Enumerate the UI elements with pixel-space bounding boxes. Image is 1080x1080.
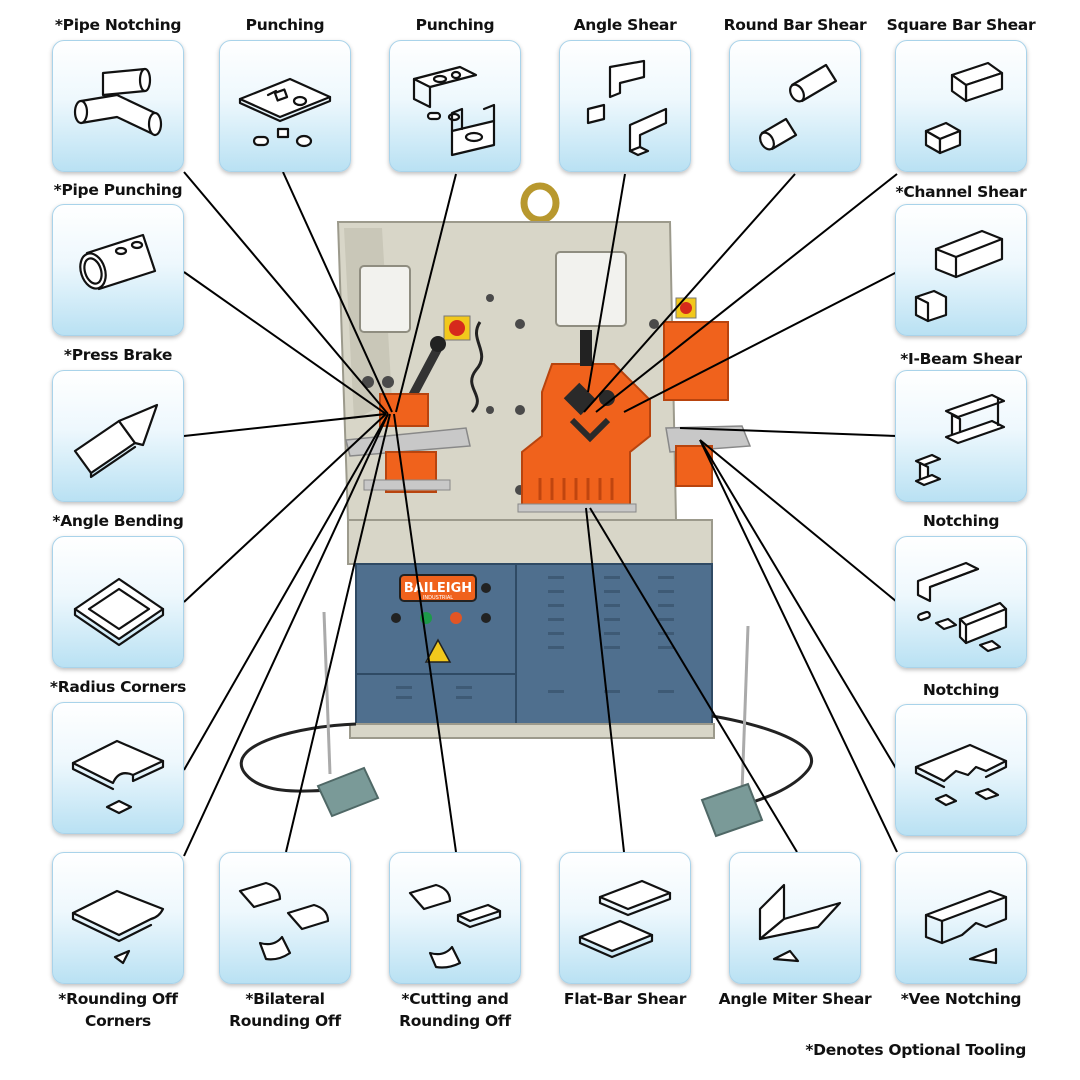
angle-iron-icon bbox=[586, 59, 668, 157]
label-channel-shear: *Channel Shear bbox=[895, 183, 1027, 201]
vee-notched-angle-icon bbox=[924, 889, 1008, 965]
mitered-angle-icon bbox=[758, 883, 842, 963]
tile-angle-shear bbox=[559, 40, 691, 172]
radius-corner-plate-icon bbox=[71, 739, 165, 815]
tile-flat-bar-shear bbox=[559, 852, 691, 984]
foot-pedal-left bbox=[316, 766, 380, 818]
center-guard-window bbox=[555, 251, 627, 327]
label-round-bar-shear: Round Bar Shear bbox=[723, 16, 867, 34]
label-flat-bar-shear: Flat-Bar Shear bbox=[563, 990, 687, 1008]
tile-square-bar-shear bbox=[895, 40, 1027, 172]
label-angle-miter-shear: Angle Miter Shear bbox=[718, 990, 872, 1008]
label-square-bar-shear: Square Bar Shear bbox=[886, 16, 1036, 34]
label-pipe-notching: *Pipe Notching bbox=[54, 16, 182, 34]
rounded-corner-plate-icon bbox=[71, 889, 165, 965]
label-pipe-punching: *Pipe Punching bbox=[53, 181, 183, 199]
brand-name: BAILEIGH bbox=[404, 581, 472, 596]
tile-pipe-notching bbox=[52, 40, 184, 172]
bilateral-rounded-bar-icon bbox=[238, 881, 330, 961]
notched-plate-icon bbox=[914, 743, 1008, 807]
label-radius-corners: *Radius Corners bbox=[49, 678, 187, 696]
label-notching-1: Notching bbox=[922, 512, 1000, 530]
punched-channel-icon bbox=[412, 65, 496, 157]
lifting-eye bbox=[520, 182, 560, 224]
flat-bar-icon bbox=[578, 879, 672, 959]
label-notching-2: Notching bbox=[922, 681, 1000, 699]
label-punching-1: Punching bbox=[245, 16, 325, 34]
punched-pipe-icon bbox=[79, 233, 157, 291]
square-bar-icon bbox=[924, 61, 1004, 155]
label-angle-bending: *Angle Bending bbox=[52, 512, 184, 530]
label-angle-shear: Angle Shear bbox=[573, 16, 677, 34]
tile-pipe-punching bbox=[52, 204, 184, 336]
notcher-station bbox=[663, 321, 729, 401]
emergency-stop-right bbox=[680, 302, 692, 314]
tile-i-beam-shear bbox=[895, 370, 1027, 502]
left-guard-window bbox=[359, 265, 411, 333]
notched-angle-icon bbox=[916, 561, 1008, 653]
tile-notching-1 bbox=[895, 536, 1027, 668]
tile-channel-shear bbox=[895, 204, 1027, 336]
tile-press-brake bbox=[52, 370, 184, 502]
emergency-stop-left bbox=[449, 320, 465, 336]
tile-rounding-off-corners bbox=[52, 852, 184, 984]
tile-punching-2 bbox=[389, 40, 521, 172]
label-i-beam-shear: *I-Beam Shear bbox=[900, 350, 1022, 368]
tile-angle-miter-shear bbox=[729, 852, 861, 984]
storage-cabinet bbox=[515, 563, 713, 725]
optional-tooling-footnote: *Denotes Optional Tooling bbox=[805, 1041, 1026, 1059]
label-punching-2: Punching bbox=[415, 16, 495, 34]
cut-rounded-bar-icon bbox=[408, 883, 502, 969]
tile-cutting-rounding-off bbox=[389, 852, 521, 984]
channel-icon bbox=[914, 229, 1004, 323]
i-beam-icon bbox=[914, 393, 1006, 487]
tile-round-bar-shear bbox=[729, 40, 861, 172]
label-vee-notching: *Vee Notching bbox=[900, 990, 1022, 1008]
bent-plate-icon bbox=[73, 403, 159, 479]
pipe-tee-icon bbox=[73, 67, 163, 137]
tile-bilateral-rounding-off bbox=[219, 852, 351, 984]
tile-notching-2 bbox=[895, 704, 1027, 836]
brand-subtitle: INDUSTRIAL bbox=[423, 595, 453, 601]
round-bar-icon bbox=[759, 63, 838, 151]
label-press-brake: *Press Brake bbox=[63, 346, 173, 364]
punched-plate-icon bbox=[238, 77, 332, 148]
bent-angle-icon bbox=[73, 577, 165, 647]
tile-radius-corners bbox=[52, 702, 184, 834]
tile-punching-1 bbox=[219, 40, 351, 172]
foot-pedal-right bbox=[700, 782, 764, 838]
tile-angle-bending bbox=[52, 536, 184, 668]
punch-station bbox=[379, 393, 429, 427]
tile-vee-notching bbox=[895, 852, 1027, 984]
